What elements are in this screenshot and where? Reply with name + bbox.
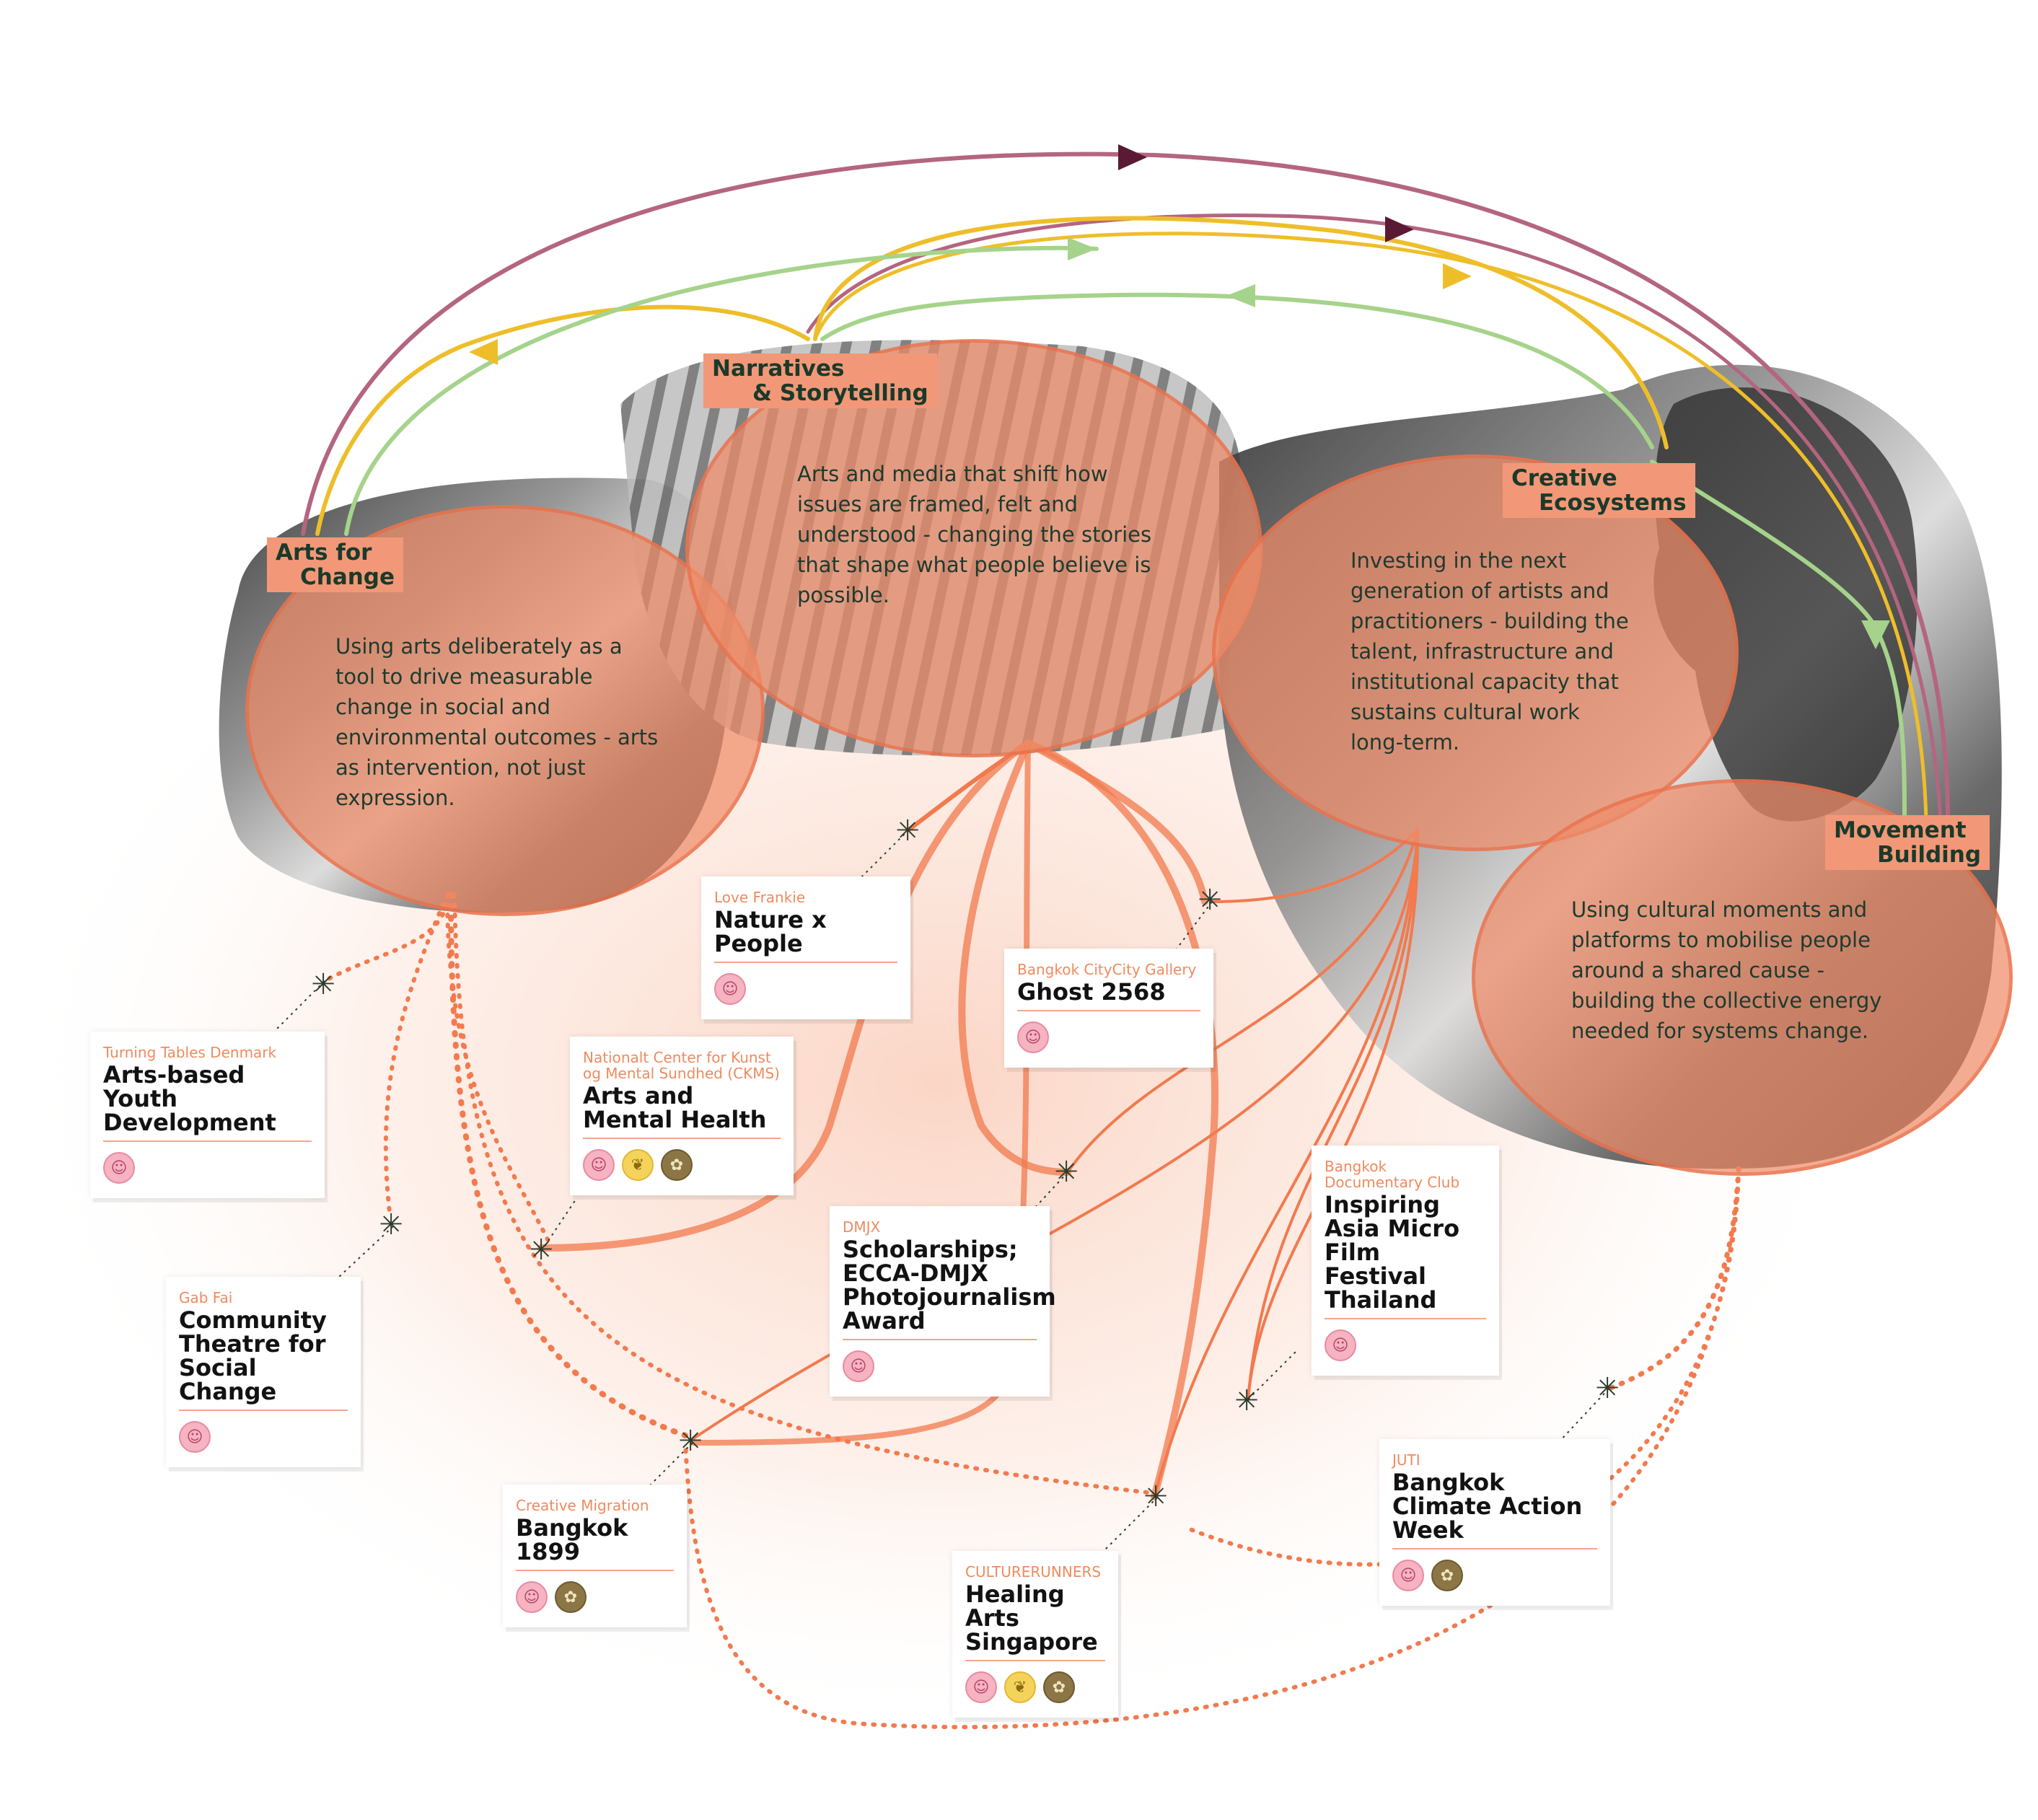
label-line-2: Change — [276, 565, 395, 589]
project-card-dmjx[interactable]: DMJX Scholarships; ECCA-DMJX Photojourna… — [830, 1206, 1050, 1397]
project-card-love-frankie[interactable]: Love Frankie Nature x People ☺ — [701, 876, 910, 1019]
card-title: Inspiring Asia Micro Film Festival Thail… — [1325, 1193, 1486, 1319]
people-icon: ☺ — [1017, 1021, 1049, 1053]
pillar-label-creative-ecosystems: Creative Ecosystems — [1503, 463, 1695, 518]
card-title: Healing Arts Singapore — [965, 1583, 1105, 1661]
creative-ecosystems-description: Investing in the next generation of arti… — [1350, 545, 1639, 757]
globe-icon: ✿ — [661, 1149, 693, 1181]
card-title: Bangkok Climate Action Week — [1392, 1471, 1597, 1549]
card-icons: ☺ — [179, 1421, 348, 1453]
connector-star-icon: ✳ — [1141, 1482, 1170, 1511]
card-icons: ☺ — [1325, 1329, 1486, 1361]
label-line-1: Creative — [1511, 465, 1617, 491]
card-title: Ghost 2568 — [1017, 980, 1200, 1011]
pillar-label-narratives: Narratives & Storytelling — [703, 353, 937, 408]
globe-icon: ✿ — [555, 1581, 587, 1613]
globe-icon: ✿ — [1431, 1560, 1463, 1591]
people-icon: ☺ — [965, 1671, 997, 1703]
project-card-doc-club[interactable]: Bangkok Documentary Club Inspiring Asia … — [1312, 1146, 1499, 1376]
label-line-1: Narratives — [712, 356, 845, 382]
people-icon: ☺ — [1392, 1560, 1424, 1591]
globe-icon: ✿ — [1043, 1671, 1075, 1703]
connector-star-icon: ✳ — [527, 1236, 555, 1265]
label-line-2: Ecosystems — [1511, 491, 1687, 515]
connector-star-icon: ✳ — [1593, 1374, 1622, 1403]
label-line-2: Building — [1834, 843, 1981, 867]
people-icon: ☺ — [714, 973, 746, 1005]
project-card-ckms[interactable]: Nationalt Center for Kunst og Mental Sun… — [570, 1037, 794, 1195]
card-org: Nationalt Center for Kunst og Mental Sun… — [583, 1050, 781, 1081]
connector-star-icon: ✳ — [1195, 886, 1224, 915]
people-icon: ☺ — [583, 1149, 615, 1181]
card-org: DMJX — [843, 1219, 1037, 1235]
card-icons: ☺ — [103, 1152, 312, 1184]
connector-star-icon: ✳ — [1232, 1386, 1261, 1415]
card-org: Turning Tables Denmark — [103, 1045, 312, 1060]
card-org: Love Frankie — [714, 889, 897, 905]
people-icon: ☺ — [103, 1152, 135, 1184]
project-card-turning-tables[interactable]: Turning Tables Denmark Arts-based Youth … — [90, 1032, 325, 1198]
card-title: Arts and Mental Health — [583, 1084, 781, 1139]
arts-for-change-description: Using arts deliberately as a tool to dri… — [335, 631, 667, 813]
card-org: JUTI — [1392, 1452, 1597, 1468]
connector-star-icon: ✳ — [1052, 1158, 1081, 1187]
connector-star-icon: ✳ — [309, 970, 338, 999]
card-icons: ☺ ❦ ✿ — [583, 1149, 781, 1181]
project-card-citycity[interactable]: Bangkok CityCity Gallery Ghost 2568 ☺ — [1004, 949, 1213, 1068]
card-title: Scholarships; ECCA-DMJX Photojournalism … — [843, 1238, 1037, 1340]
connector-star-icon: ✳ — [377, 1210, 405, 1239]
card-org: Bangkok Documentary Club — [1325, 1159, 1486, 1190]
connector-star-icon: ✳ — [676, 1427, 705, 1456]
card-title: Bangkok 1899 — [516, 1516, 674, 1571]
people-icon: ☺ — [1325, 1329, 1356, 1361]
card-org: Bangkok CityCity Gallery — [1017, 962, 1200, 977]
card-icons: ☺ — [843, 1350, 1037, 1382]
project-card-gab-fai[interactable]: Gab Fai Community Theatre for Social Cha… — [166, 1277, 361, 1467]
leaf-icon: ❦ — [622, 1149, 654, 1181]
project-card-juti[interactable]: JUTI Bangkok Climate Action Week ☺ ✿ — [1379, 1439, 1610, 1606]
card-title: Nature x People — [714, 908, 897, 963]
people-icon: ☺ — [179, 1421, 211, 1453]
pillar-label-movement-building: Movement Building — [1825, 815, 1990, 870]
card-org: Gab Fai — [179, 1290, 348, 1306]
card-title: Arts-based Youth Development — [103, 1063, 312, 1142]
movement-building-description: Using cultural moments and platforms to … — [1571, 894, 1910, 1046]
label-line-2: & Storytelling — [712, 381, 928, 405]
card-title: Community Theatre for Social Change — [179, 1309, 348, 1411]
card-org: Creative Migration — [516, 1498, 674, 1513]
people-icon: ☺ — [843, 1350, 874, 1382]
label-line-1: Movement — [1834, 817, 1967, 843]
project-card-culturerunners[interactable]: CULTURERUNNERS Healing Arts Singapore ☺ … — [952, 1551, 1118, 1718]
people-icon: ☺ — [516, 1581, 548, 1613]
pillar-label-arts-for-change: Arts for Change — [267, 537, 403, 592]
card-icons: ☺ — [1017, 1021, 1200, 1053]
card-icons: ☺ ✿ — [1392, 1560, 1597, 1591]
card-icons: ☺ ✿ — [516, 1581, 674, 1613]
connector-star-icon: ✳ — [893, 817, 922, 845]
leaf-icon: ❦ — [1004, 1671, 1036, 1703]
card-org: CULTURERUNNERS — [965, 1564, 1105, 1580]
card-icons: ☺ — [714, 973, 897, 1005]
narratives-description: Arts and media that shift how issues are… — [797, 459, 1158, 610]
project-card-bangkok-1899[interactable]: Creative Migration Bangkok 1899 ☺ ✿ — [503, 1485, 687, 1627]
label-line-1: Arts for — [276, 540, 372, 566]
card-icons: ☺ ❦ ✿ — [965, 1671, 1105, 1703]
